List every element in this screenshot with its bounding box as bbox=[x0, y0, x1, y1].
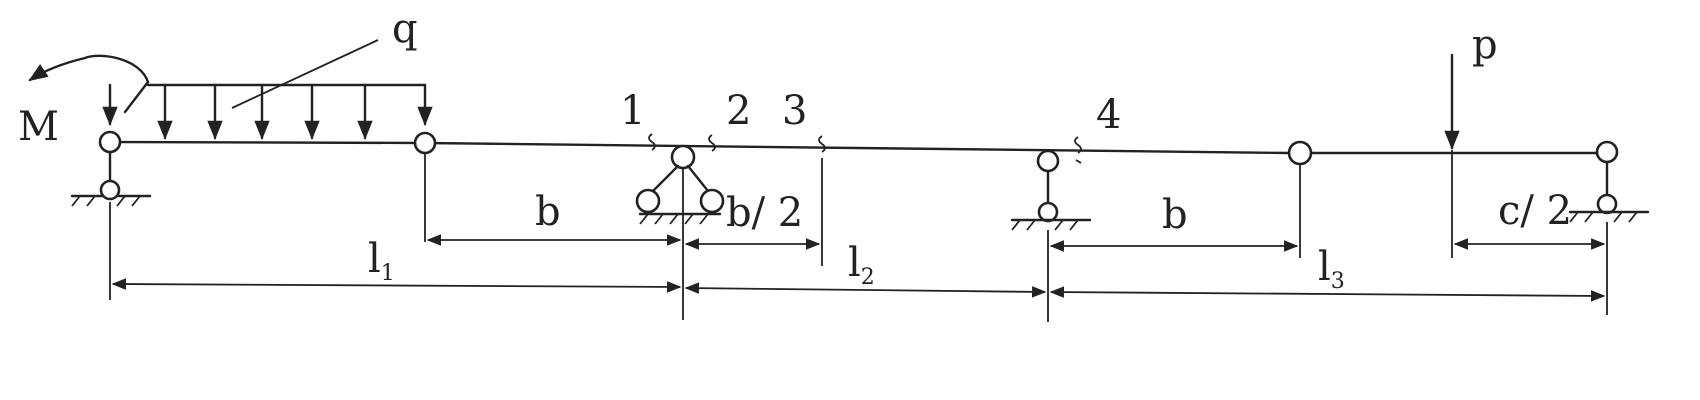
l3-label: l3 bbox=[1318, 244, 1345, 294]
l1-label: l1 bbox=[368, 236, 395, 286]
hinge-node-1 bbox=[413, 131, 437, 155]
dimension-l1 bbox=[109, 202, 682, 300]
p-label: p bbox=[1472, 22, 1498, 68]
section-mark-4 bbox=[1074, 136, 1082, 164]
dimension-l2 bbox=[684, 282, 1047, 298]
section-1-label: 1 bbox=[620, 88, 645, 134]
left-support-hinge bbox=[99, 179, 121, 201]
section-mark-2 bbox=[708, 134, 716, 152]
section-mark-1 bbox=[648, 133, 656, 151]
dim-b-half-label: b/ 2 bbox=[726, 190, 803, 236]
dimension-l3 bbox=[1049, 286, 1606, 302]
hinge-node-2 bbox=[1287, 140, 1313, 166]
beam bbox=[108, 140, 1602, 155]
left-support bbox=[70, 130, 152, 207]
section-2-label: 2 bbox=[726, 88, 751, 134]
central-support bbox=[635, 144, 725, 225]
moment bbox=[28, 54, 150, 114]
right-middle-support bbox=[1010, 149, 1092, 231]
section-3-label: 3 bbox=[782, 88, 807, 134]
q-leader-line bbox=[231, 39, 379, 109]
dim-b-right-label: b bbox=[1162, 192, 1188, 238]
l2-label: l2 bbox=[848, 240, 875, 290]
moment-label: M bbox=[18, 104, 59, 150]
dim-b-left-label: b bbox=[535, 189, 561, 235]
distributed-load bbox=[102, 39, 433, 140]
q-label: q bbox=[392, 6, 418, 52]
section-mark-3 bbox=[818, 135, 826, 266]
left-end-hinge bbox=[98, 130, 122, 154]
right-end-support bbox=[1568, 140, 1650, 223]
dim-c-half-label: c/ 2 bbox=[1498, 188, 1572, 234]
section-4-label: 4 bbox=[1096, 92, 1121, 138]
